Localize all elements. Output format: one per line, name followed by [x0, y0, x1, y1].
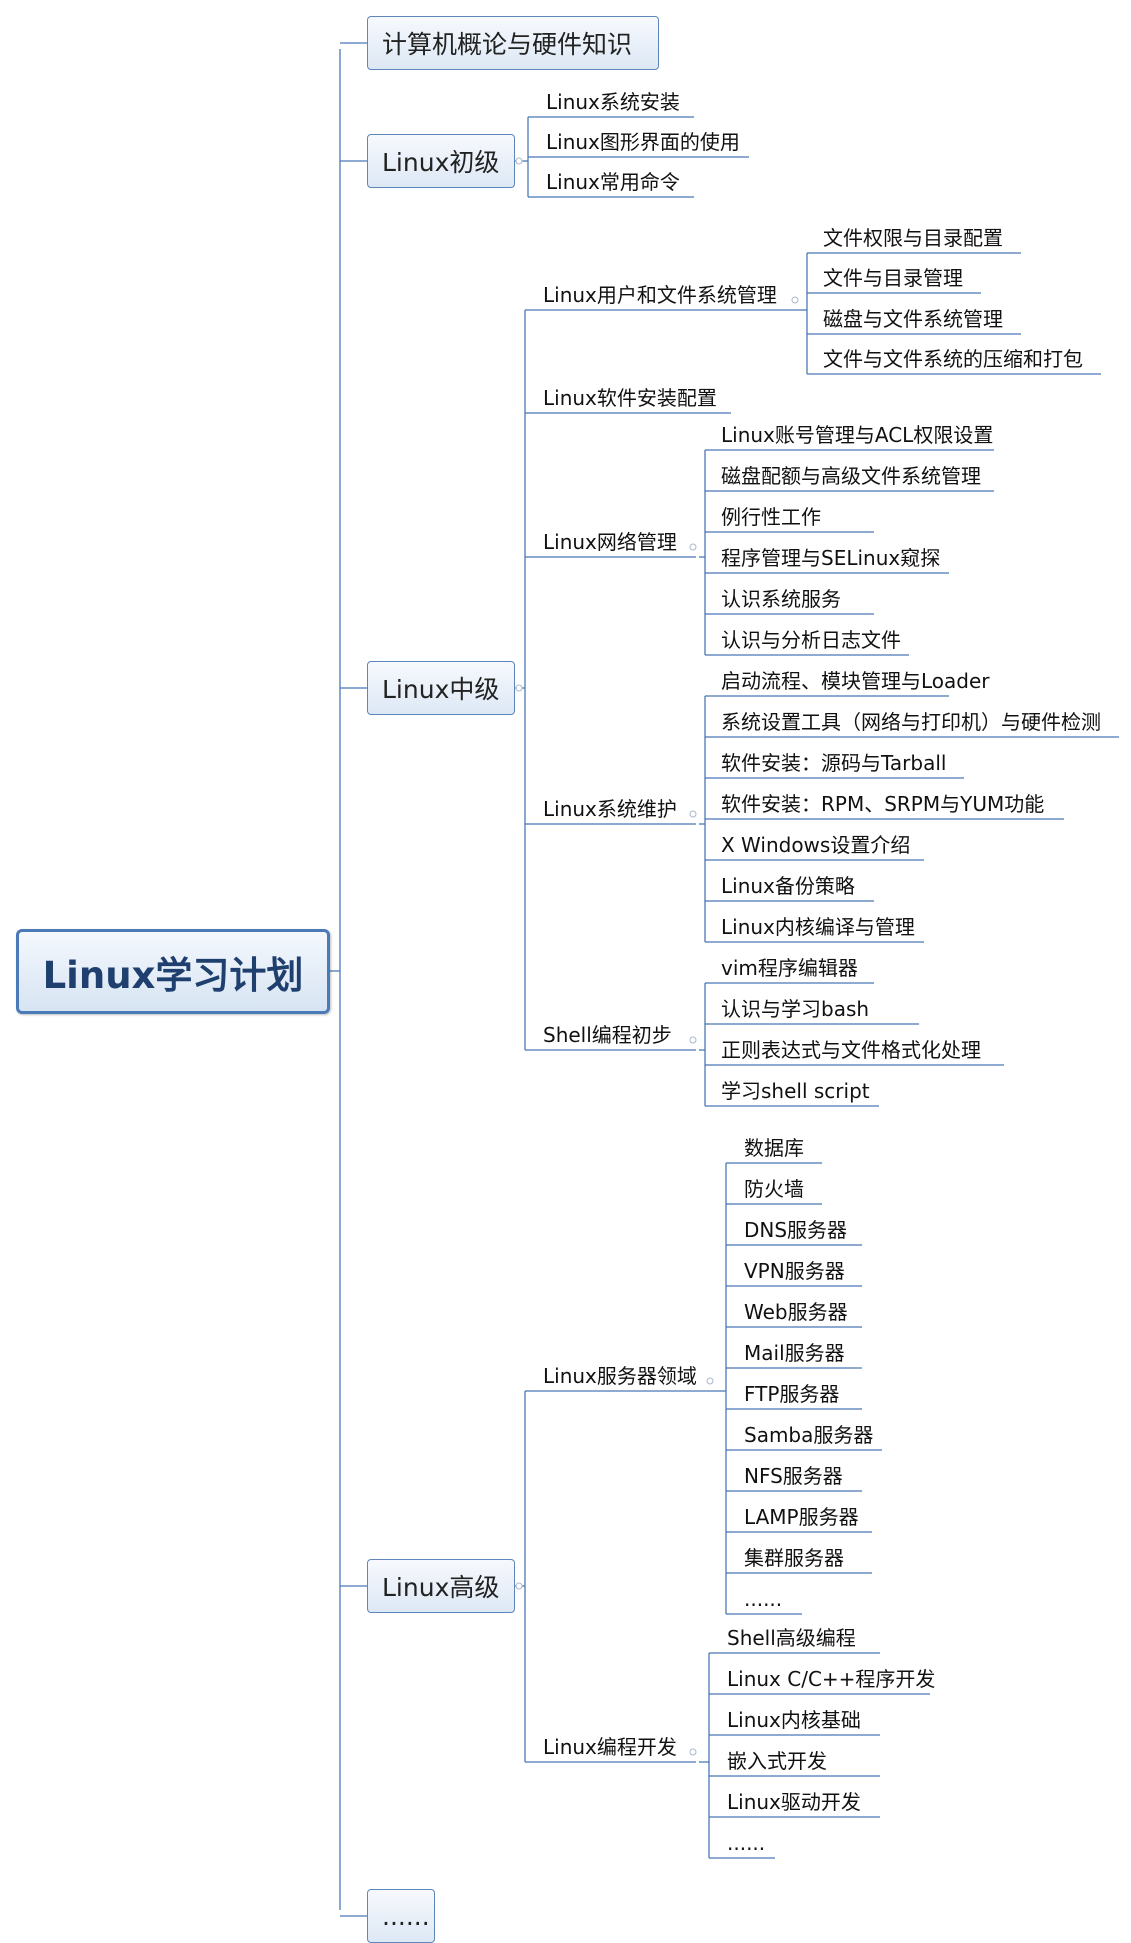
- intermediate-item[interactable]: Linux用户和文件系统管理: [543, 283, 777, 307]
- advanced-subitem[interactable]: LAMP服务器: [744, 1505, 859, 1529]
- advanced-subitem[interactable]: Samba服务器: [744, 1423, 874, 1447]
- intermediate-subitem[interactable]: 学习shell script: [721, 1079, 870, 1103]
- collapse-toggle: [515, 684, 523, 692]
- collapse-toggle: [689, 1036, 697, 1044]
- advanced-subitem[interactable]: ......: [744, 1587, 783, 1611]
- intermediate-item[interactable]: Linux网络管理: [543, 530, 677, 554]
- advanced-subitem[interactable]: ......: [727, 1831, 766, 1855]
- root-topic[interactable]: Linux学习计划: [16, 929, 330, 1014]
- intermediate-subitem[interactable]: Linux账号管理与ACL权限设置: [721, 423, 994, 447]
- intermediate-subitem[interactable]: 文件权限与目录配置: [823, 226, 1003, 250]
- advanced-subitem[interactable]: DNS服务器: [744, 1218, 848, 1242]
- intermediate-subitem[interactable]: 认识与分析日志文件: [721, 628, 901, 652]
- collapse-toggle: [706, 1377, 714, 1385]
- intermediate-subitem[interactable]: vim程序编辑器: [721, 956, 858, 980]
- intermediate-subitem[interactable]: 认识系统服务: [721, 587, 841, 611]
- advanced-subitem[interactable]: 防火墙: [744, 1177, 804, 1201]
- intermediate-subitem[interactable]: 启动流程、模块管理与Loader: [721, 669, 990, 693]
- intermediate-subitem[interactable]: 文件与文件系统的压缩和打包: [823, 347, 1083, 371]
- advanced-subitem[interactable]: Linux内核基础: [727, 1708, 861, 1732]
- topic-more[interactable]: ......: [367, 1889, 435, 1943]
- collapse-toggle: [689, 810, 697, 818]
- intermediate-subitem[interactable]: 软件安装：RPM、SRPM与YUM功能: [721, 792, 1045, 816]
- beginner-item[interactable]: Linux图形界面的使用: [546, 130, 740, 154]
- collapse-toggle: [515, 157, 523, 165]
- advanced-item[interactable]: Linux编程开发: [543, 1735, 677, 1759]
- advanced-subitem[interactable]: 嵌入式开发: [727, 1749, 827, 1773]
- intermediate-subitem[interactable]: 程序管理与SELinux窥探: [721, 546, 941, 570]
- advanced-subitem[interactable]: FTP服务器: [744, 1382, 840, 1406]
- intermediate-item[interactable]: Linux软件安装配置: [543, 386, 717, 410]
- advanced-subitem[interactable]: Web服务器: [744, 1300, 848, 1324]
- advanced-subitem[interactable]: 集群服务器: [744, 1546, 844, 1570]
- topic-linux-intermediate[interactable]: Linux中级: [367, 661, 515, 715]
- intermediate-item[interactable]: Linux系统维护: [543, 797, 677, 821]
- collapse-toggle: [515, 1582, 523, 1590]
- advanced-subitem[interactable]: NFS服务器: [744, 1464, 843, 1488]
- collapse-toggle: [689, 543, 697, 551]
- intermediate-subitem[interactable]: 认识与学习bash: [721, 997, 870, 1021]
- intermediate-subitem[interactable]: Linux内核编译与管理: [721, 915, 915, 939]
- advanced-subitem[interactable]: Linux C/C++程序开发: [727, 1667, 936, 1691]
- topic-linux-advanced[interactable]: Linux高级: [367, 1559, 515, 1613]
- intermediate-subitem[interactable]: 文件与目录管理: [823, 266, 963, 290]
- intermediate-item[interactable]: Shell编程初步: [543, 1023, 672, 1047]
- intermediate-subitem[interactable]: 磁盘配额与高级文件系统管理: [721, 464, 981, 488]
- advanced-item[interactable]: Linux服务器领域: [543, 1364, 697, 1388]
- advanced-subitem[interactable]: VPN服务器: [744, 1259, 845, 1283]
- intermediate-subitem[interactable]: 例行性工作: [721, 505, 821, 529]
- intermediate-subitem[interactable]: 软件安装：源码与Tarball: [721, 751, 947, 775]
- intermediate-subitem[interactable]: 系统设置工具（网络与打印机）与硬件检测: [721, 710, 1101, 734]
- advanced-subitem[interactable]: 数据库: [744, 1136, 804, 1160]
- beginner-item[interactable]: Linux常用命令: [546, 170, 680, 194]
- topic-linux-beginner[interactable]: Linux初级: [367, 134, 515, 188]
- collapse-toggle: [791, 296, 799, 304]
- collapse-toggle: [689, 1748, 697, 1756]
- advanced-subitem[interactable]: Shell高级编程: [727, 1626, 856, 1650]
- beginner-item[interactable]: Linux系统安装: [546, 90, 680, 114]
- intermediate-subitem[interactable]: X Windows设置介绍: [721, 833, 911, 857]
- intermediate-subitem[interactable]: Linux备份策略: [721, 874, 855, 898]
- intermediate-subitem[interactable]: 正则表达式与文件格式化处理: [721, 1038, 981, 1062]
- advanced-subitem[interactable]: Linux驱动开发: [727, 1790, 861, 1814]
- topic-computer-basics[interactable]: 计算机概论与硬件知识: [367, 16, 659, 70]
- intermediate-subitem[interactable]: 磁盘与文件系统管理: [823, 307, 1003, 331]
- advanced-subitem[interactable]: Mail服务器: [744, 1341, 845, 1365]
